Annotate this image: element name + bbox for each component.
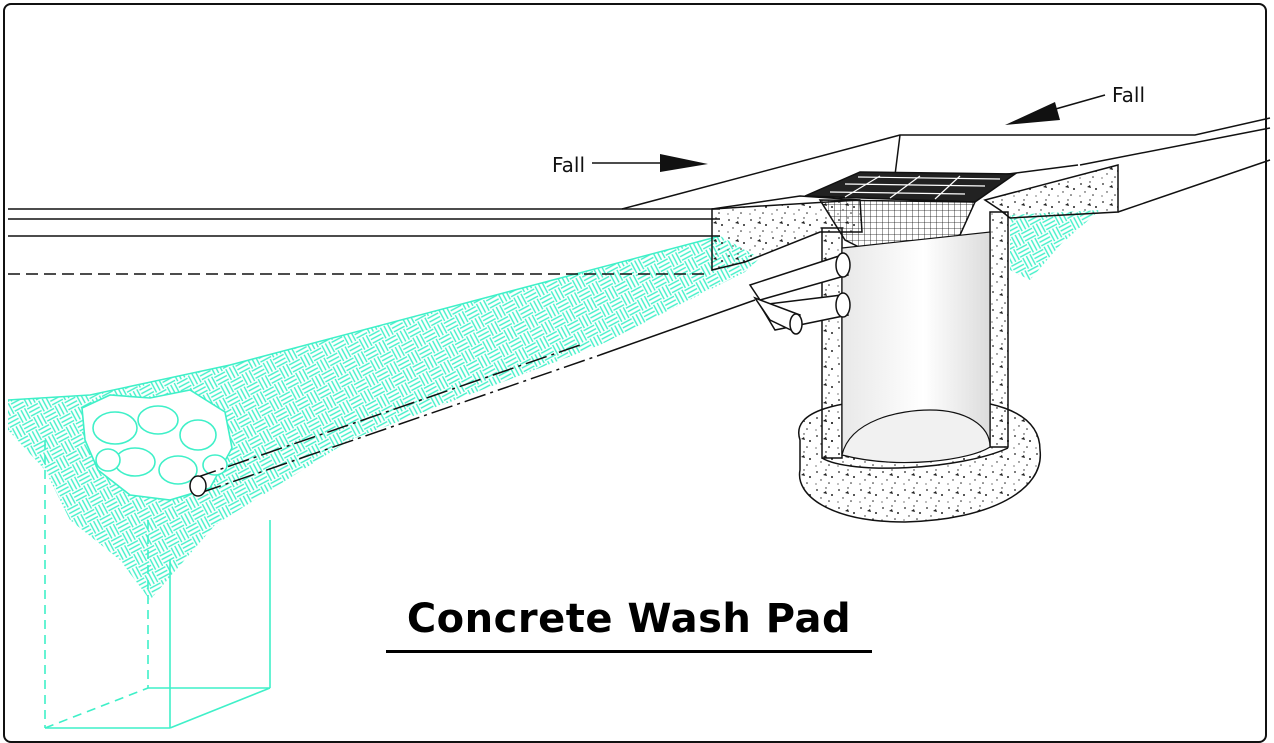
fall-label-right: Fall xyxy=(1112,83,1145,107)
grating xyxy=(804,171,1018,203)
pad-surface xyxy=(8,117,1271,275)
diagram-title: Concrete Wash Pad xyxy=(406,596,852,642)
fall-arrow-left xyxy=(592,154,708,172)
fall-arrow-right xyxy=(1005,94,1106,125)
title-underline xyxy=(386,650,872,653)
stone-soakaway xyxy=(81,389,233,501)
chamber-wall xyxy=(821,211,1009,469)
soil-fill xyxy=(7,210,1100,600)
right-slab-section xyxy=(983,164,1119,219)
inlet-pipes xyxy=(748,252,851,335)
outlet-pipe xyxy=(189,299,756,497)
soakaway-pit-outline xyxy=(44,440,271,729)
fall-label-left: Fall xyxy=(552,153,585,177)
